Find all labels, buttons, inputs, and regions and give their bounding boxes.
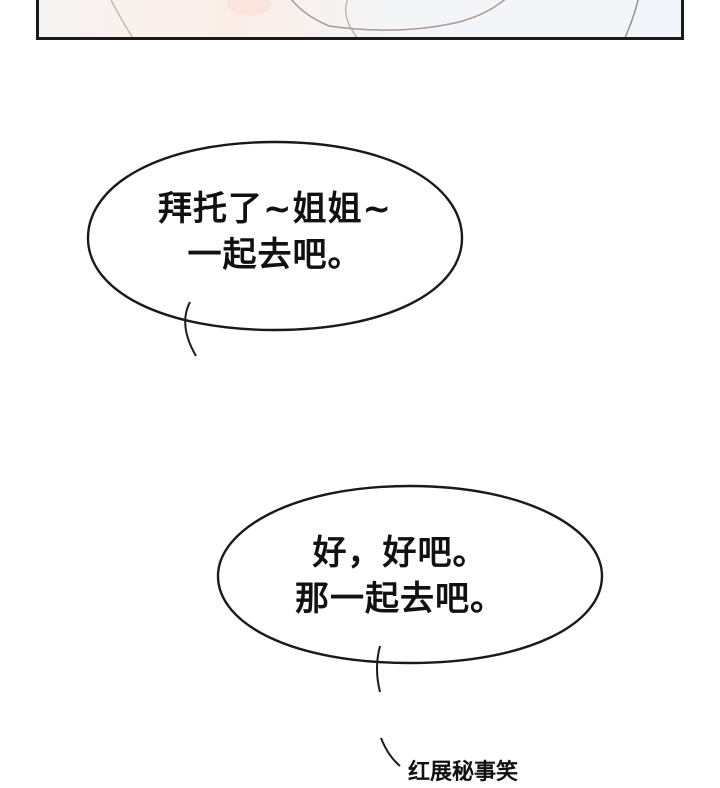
panel-artwork — [110, 0, 639, 37]
caption-leader-stroke — [380, 737, 401, 767]
comic-panel-top — [36, 0, 684, 40]
speech-bubble-1-text: 拜托了~姐姐~ 一起去吧。 — [120, 186, 430, 278]
bubble-1-line-2: 一起去吧。 — [187, 235, 363, 275]
bubble-2-line-1: 好，好吧。 — [312, 533, 488, 573]
bottom-caption: 红展秘事笑 — [408, 760, 519, 785]
speech-bubble-2-text: 好，好吧。 那一起去吧。 — [250, 530, 550, 622]
speech-bubble-1-tail — [184, 301, 197, 357]
speech-bubble-2-tail — [376, 645, 381, 693]
bubble-2-line-2: 那一起去吧。 — [295, 579, 505, 619]
bubble-1-line-1: 拜托了~姐姐~ — [158, 189, 392, 229]
speech-bubble-1 — [86, 140, 464, 332]
speech-bubble-2 — [216, 484, 604, 665]
